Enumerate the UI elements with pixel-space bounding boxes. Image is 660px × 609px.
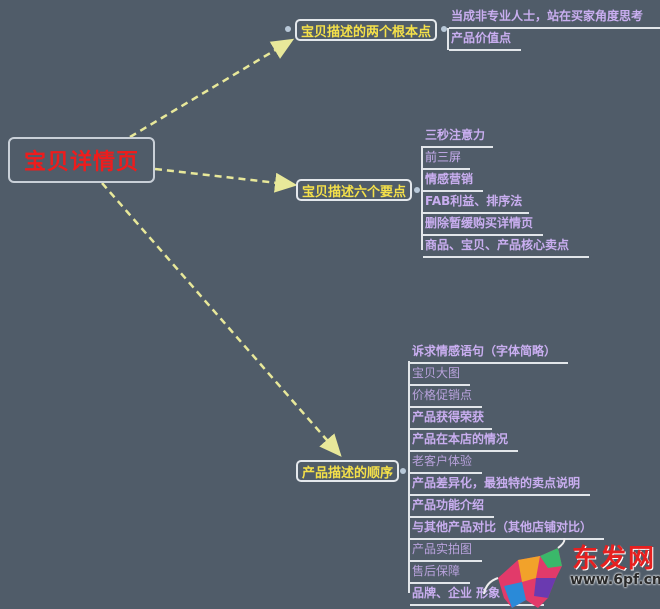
branch-label: 产品描述的顺序: [302, 465, 394, 481]
branch-node-root-points[interactable]: 宝贝描述的两个根本点: [295, 19, 438, 41]
leaf-node[interactable]: 老客户体验: [410, 452, 482, 474]
leaf-node[interactable]: 前三屏: [423, 148, 470, 170]
collapse-dot[interactable]: [414, 187, 420, 193]
leaf-node[interactable]: 产品实拍图: [410, 540, 482, 562]
leaf-node[interactable]: 当成非专业人士，站在买家角度思考: [449, 7, 660, 29]
leaf-node[interactable]: 宝贝大图: [410, 364, 470, 386]
collapse-dot[interactable]: [441, 26, 447, 32]
leaf-node[interactable]: 产品功能介绍: [410, 496, 494, 518]
bracket-line: [447, 28, 449, 50]
leaf-node[interactable]: 产品差异化，最独特的卖点说明: [410, 474, 590, 496]
branch-label: 宝贝描述六个要点: [302, 184, 407, 200]
bull-icon: [483, 538, 566, 608]
leaf-node[interactable]: 售后保障: [410, 562, 470, 584]
root-label: 宝贝详情页: [23, 150, 139, 175]
leaf-node[interactable]: 产品在本店的情况: [410, 430, 518, 452]
leaf-node[interactable]: 诉求情感语句（字体简略）: [410, 342, 568, 364]
leaf-node[interactable]: 与其他产品对比（其他店铺对比）: [410, 518, 604, 540]
leaf-node[interactable]: 价格促销点: [410, 386, 482, 408]
watermark-url: www.6pf.cn: [570, 572, 660, 588]
leaf-node[interactable]: 商品、宝贝、产品核心卖点: [423, 236, 589, 258]
collapse-dot[interactable]: [400, 468, 406, 474]
watermark-brand: 东发网: [572, 544, 657, 574]
branch-node-order[interactable]: 产品描述的顺序: [296, 460, 400, 482]
collapse-dot[interactable]: [285, 26, 291, 32]
leaf-node[interactable]: FAB利益、排序法: [423, 192, 529, 214]
leaf-node[interactable]: 删除暂缓购买详情页: [423, 214, 543, 236]
branch-label: 宝贝描述的两个根本点: [301, 24, 432, 40]
leaf-node[interactable]: 情感营销: [423, 170, 483, 192]
leaf-node[interactable]: 产品获得荣获: [410, 408, 492, 430]
watermark-logo: 东发网 www.6pf.cn: [478, 538, 660, 609]
bracket-line: [408, 361, 410, 593]
leaf-node[interactable]: 三秒注意力: [423, 126, 493, 148]
branch-node-six-points[interactable]: 宝贝描述六个要点: [296, 179, 413, 201]
bracket-line: [421, 146, 423, 250]
leaf-node[interactable]: 产品价值点: [449, 29, 521, 51]
root-node[interactable]: 宝贝详情页: [8, 137, 155, 183]
leaf-node[interactable]: 品牌、企业 形象: [410, 584, 544, 606]
